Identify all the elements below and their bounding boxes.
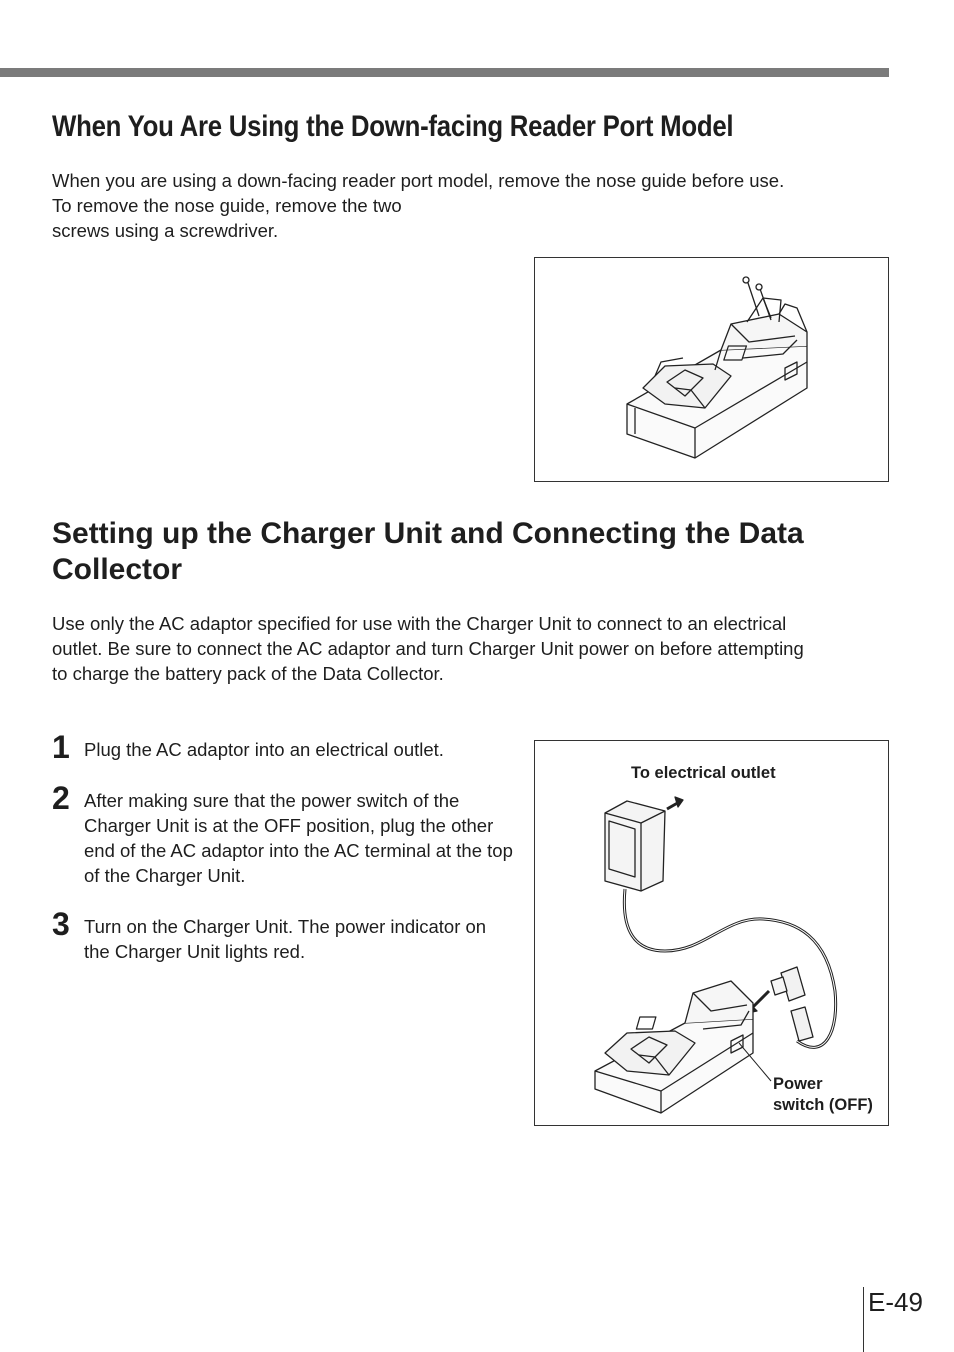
power-switch-label-line-1: Power [773, 1075, 823, 1093]
step-number: 1 [52, 729, 70, 765]
nose-guide-removal-figure [534, 257, 889, 482]
page-number-rule [863, 1287, 864, 1352]
section1-line-1: When you are using a down-facing reader … [52, 170, 785, 191]
step-number: 3 [52, 906, 70, 942]
adaptor-charger-illustration [594, 796, 838, 1114]
section1-line-3: screws using a screwdriver. [52, 220, 279, 241]
step-number: 2 [52, 780, 70, 816]
outlet-label: To electrical outlet [631, 764, 776, 782]
header-rule [0, 68, 889, 77]
step-text: Turn on the Charger Unit. The power indi… [84, 916, 487, 962]
section2-line-2: outlet. Be sure to connect the AC adapto… [52, 638, 804, 659]
section2-paragraph: Use only the AC adaptor specified for us… [52, 611, 804, 686]
step-text: Plug the AC adaptor into an electrical o… [84, 739, 444, 760]
section2-title-line-1: Setting up the Charger Unit and Connecti… [52, 517, 804, 550]
step-text: After making sure that the power switch … [84, 790, 513, 886]
power-switch-label-line-2: switch (OFF) [773, 1096, 873, 1114]
section1-title: When You Are Using the Down-facing Reade… [52, 110, 734, 143]
adaptor-connection-figure: To electrical outlet Power switch (OFF) [534, 740, 889, 1126]
section2-title: Setting up the Charger Unit and Connecti… [52, 516, 804, 588]
section2-line-3: to charge the battery pack of the Data C… [52, 663, 444, 684]
section2-title-line-2: Collector [52, 553, 183, 586]
section2-line-1: Use only the AC adaptor specified for us… [52, 613, 787, 634]
charger-screws-illustration [626, 276, 808, 459]
section1-paragraph: When you are using a down-facing reader … [52, 168, 784, 243]
section1-line-2: To remove the nose guide, remove the two [52, 195, 402, 216]
power-switch-label: Power switch (OFF) [773, 1074, 873, 1116]
page-number: E-49 [868, 1287, 923, 1317]
